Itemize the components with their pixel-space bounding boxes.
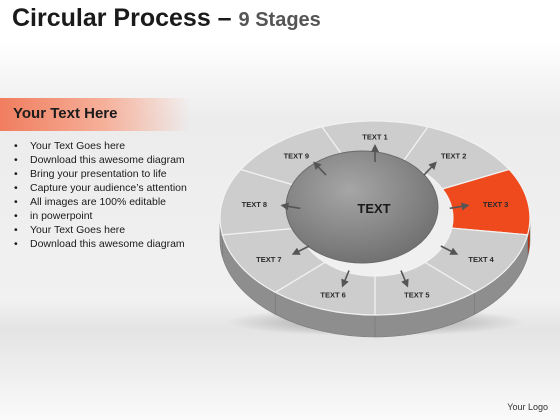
page-title: Circular Process – 9 Stages [12, 4, 321, 33]
stage-arrow [291, 245, 310, 255]
bullet-item: Your Text Goes here [14, 223, 189, 237]
stage-label: TEXT 8 [242, 200, 267, 209]
stage-arrow [440, 245, 459, 255]
bullet-list: Your Text Goes here Download this awesom… [14, 139, 189, 251]
stage-arrow [313, 161, 327, 176]
stage-arrow [341, 270, 350, 288]
stage-arrows [280, 144, 470, 288]
sidebar-heading: Your Text Here [13, 105, 118, 122]
stage-label: TEXT 4 [468, 255, 494, 264]
stage-label: TEXT 9 [284, 152, 309, 161]
stage-label: TEXT 1 [362, 133, 387, 142]
bullet-item: Capture your audience’s attention [14, 181, 189, 195]
bullet-item: All images are 100% editable [14, 195, 189, 209]
bullet-item: Bring your presentation to life [14, 167, 189, 181]
logo-text: Your Logo [507, 402, 548, 412]
sidebar-banner: Your Text Here [0, 98, 190, 131]
stage-label: TEXT 3 [483, 200, 508, 209]
stage-arrow [423, 161, 437, 176]
stage-label: TEXT 6 [320, 291, 345, 300]
bullet-item: in powerpoint [14, 209, 189, 223]
bullet-item: Download this awesome diagram [14, 153, 189, 167]
stage-arrow [449, 202, 470, 211]
bullet-item: Your Text Goes here [14, 139, 189, 153]
title-main: Circular Process – [12, 4, 232, 32]
stage-label: TEXT 7 [256, 255, 281, 264]
title-sub: 9 Stages [238, 9, 321, 31]
stage-label: TEXT 2 [441, 152, 466, 161]
stage-label: TEXT 5 [404, 291, 429, 300]
bullet-item: Download this awesome diagram [14, 237, 189, 251]
stage-labels: TEXT 1 TEXT 2 TEXT 3 TEXT 4 TEXT 5 TEXT 6 TEXT… [242, 133, 509, 300]
stage-arrow [280, 202, 301, 211]
stage-arrow [400, 270, 409, 288]
center-label: TEXT [357, 201, 390, 216]
